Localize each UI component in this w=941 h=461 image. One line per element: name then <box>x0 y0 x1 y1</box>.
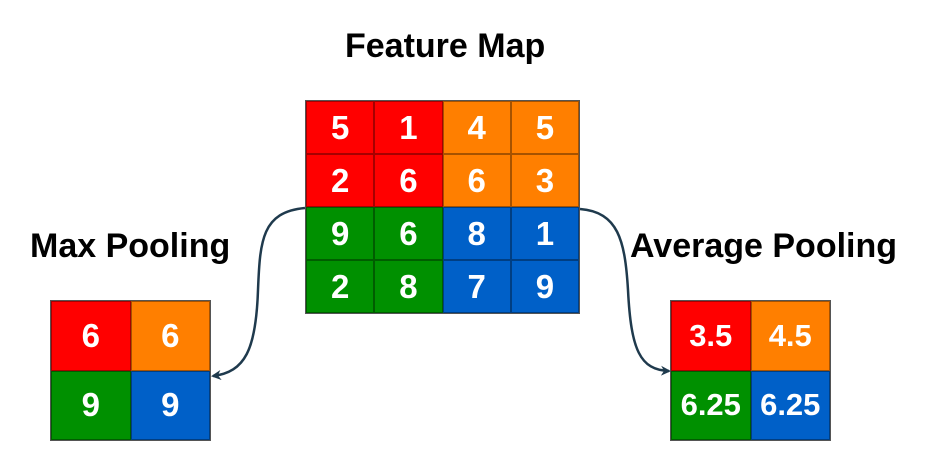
max-pooling-grid-cell: 6 <box>130 301 210 371</box>
average-pooling-grid-cell: 6.25 <box>750 370 830 440</box>
feature-map-grid-cell: 3 <box>510 154 579 207</box>
max-pooling-grid-cell: 9 <box>51 370 131 440</box>
feature-map-grid-cell: 5 <box>306 101 375 154</box>
max-pooling-title: Max Pooling <box>30 227 231 265</box>
feature-map-grid-cell: 1 <box>510 207 579 260</box>
feature-map-grid-cell: 2 <box>306 154 375 207</box>
feature-map-grid-cell: 1 <box>374 101 443 154</box>
max-pooling-grid-cell: 9 <box>130 370 210 440</box>
feature-map-grid-cell: 5 <box>510 101 579 154</box>
arrow-to-average-pooling <box>579 207 671 376</box>
feature-map-grid-cell: 8 <box>374 260 443 313</box>
feature-map-grid-cell: 6 <box>442 154 511 207</box>
average-pooling-grid-cell: 3.5 <box>671 301 751 371</box>
arrow-to-max-pooling <box>211 206 306 380</box>
feature-map-title: Feature Map <box>345 27 546 65</box>
average-pooling-grid-cell: 6.25 <box>671 370 751 440</box>
average-pooling-grid-cell: 4.5 <box>750 301 830 371</box>
feature-map-grid-cell: 6 <box>374 154 443 207</box>
average-pooling-title: Average Pooling <box>630 227 898 265</box>
feature-map-grid-cell: 7 <box>442 260 511 313</box>
feature-map-grid-cell: 6 <box>374 207 443 260</box>
feature-map-grid-cell: 9 <box>306 207 375 260</box>
feature-map-grid-cell: 9 <box>510 260 579 313</box>
feature-map-grid-cell: 4 <box>442 101 511 154</box>
max-pooling-grid-cell: 6 <box>51 301 131 371</box>
feature-map-grid-cell: 8 <box>442 207 511 260</box>
feature-map-grid-cell: 2 <box>306 260 375 313</box>
